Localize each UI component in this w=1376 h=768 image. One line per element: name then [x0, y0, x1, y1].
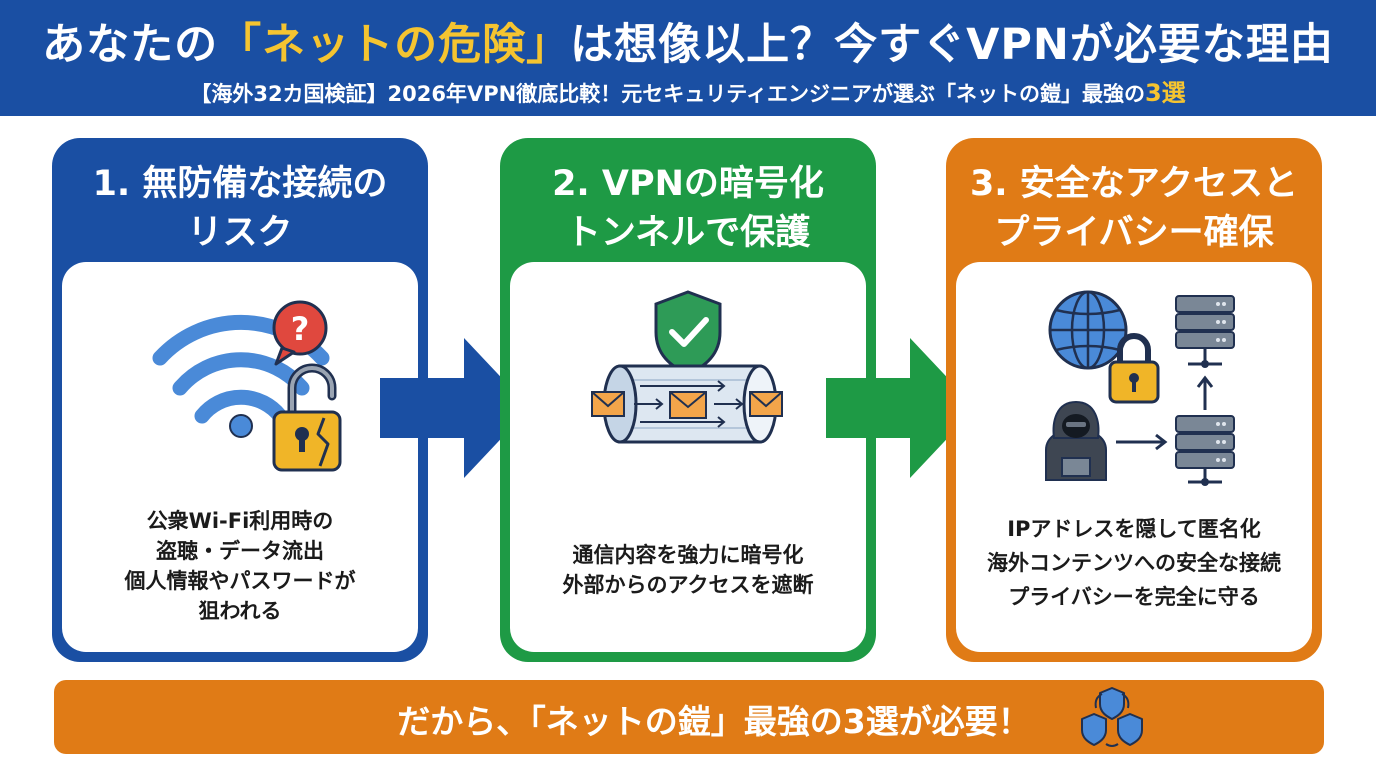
- question-bubble-icon: ?: [272, 300, 328, 366]
- card-heading-line: リスク: [187, 213, 293, 253]
- card-heading-line: プライバシー確保: [994, 213, 1274, 253]
- globe-icon: [1048, 290, 1128, 370]
- shield-check-icon: [654, 290, 722, 376]
- card-body: 通信内容を強力に暗号化 外部からのアクセスを遮断: [510, 262, 866, 652]
- card-text-line: プライバシーを完全に守る: [1008, 585, 1260, 609]
- risk-illustration: ?: [152, 300, 342, 472]
- arrow-right-icon: [380, 338, 530, 478]
- card-text-line: 公衆Wi-Fi利用時の: [146, 509, 334, 533]
- title-pre: あなたの: [42, 20, 219, 70]
- conclusion-banner: だから、「ネットの鎧」最強の3選が必要！: [54, 680, 1324, 754]
- hacker-icon: [1045, 400, 1107, 481]
- title-post: は想像以上？今すぐVPNが必要な理由: [570, 20, 1334, 70]
- subtitle-highlight: 3選: [1144, 79, 1186, 107]
- card-safe-access: 3. 安全なアクセスと プライバシー確保: [946, 138, 1322, 662]
- card-text-line: 狙われる: [198, 599, 282, 623]
- page-subtitle: 【海外32カ国検証】2026年VPN徹底比較！元セキュリティエンジニアが選ぶ「ネ…: [0, 73, 1376, 108]
- card-description: 通信内容を強力に暗号化 外部からのアクセスを遮断: [510, 540, 866, 600]
- page-title: あなたの「ネットの危険」は想像以上？今すぐVPNが必要な理由: [0, 10, 1376, 72]
- card-heading-line: 1. 無防備な接続の: [92, 164, 388, 204]
- card-text-line: 海外コンテンツへの安全な接続: [987, 551, 1281, 575]
- broken-padlock-icon: [272, 363, 342, 472]
- card-heading-line: トンネルで保護: [565, 213, 811, 253]
- card-description: 公衆Wi-Fi利用時の 盗聴・データ流出 個人情報やパスワードが 狙われる: [62, 506, 418, 626]
- arrow-right-icon: [826, 338, 976, 478]
- card-description: IPアドレスを隠して匿名化 海外コンテンツへの安全な接続 プライバシーを完全に守…: [956, 512, 1312, 614]
- subtitle-main: 【海外32カ国検証】2026年VPN徹底比較！元セキュリティエンジニアが選ぶ「ネ…: [190, 82, 1145, 106]
- svg-text:?: ?: [291, 310, 310, 348]
- envelope-icon: [591, 391, 783, 419]
- arrow-right-icon: [1116, 433, 1168, 451]
- banner-text: だから、「ネットの鎧」最強の3選が必要！: [397, 702, 1031, 741]
- padlock-icon: [1108, 333, 1160, 404]
- card-connection-risk: 1. 無防備な接続の リスク ?: [52, 138, 428, 662]
- card-vpn-tunnel: 2. VPNの暗号化 トンネルで保護: [500, 138, 876, 662]
- card-text-line: 外部からのアクセスを遮断: [562, 573, 814, 597]
- tunnel-illustration: [591, 290, 783, 444]
- card-heading: 2. VPNの暗号化 トンネルで保護: [500, 160, 876, 258]
- shield-cycle-icon: [1081, 687, 1143, 747]
- header-bar: あなたの「ネットの危険」は想像以上？今すぐVPNが必要な理由 【海外32カ国検証…: [0, 0, 1376, 116]
- card-heading-line: 3. 安全なアクセスと: [969, 164, 1299, 204]
- card-heading: 3. 安全なアクセスと プライバシー確保: [946, 160, 1322, 258]
- card-body: IPアドレスを隠して匿名化 海外コンテンツへの安全な接続 プライバシーを完全に守…: [956, 262, 1312, 652]
- card-text-line: 盗聴・データ流出: [156, 539, 324, 563]
- card-text-line: 通信内容を強力に暗号化: [572, 543, 804, 567]
- server-icon: [1175, 295, 1235, 486]
- card-heading: 1. 無防備な接続の リスク: [52, 160, 428, 258]
- privacy-illustration: [1045, 290, 1235, 486]
- card-text-line: IPアドレスを隠して匿名化: [1007, 517, 1261, 541]
- card-text-line: 個人情報やパスワードが: [124, 569, 356, 593]
- card-heading-line: 2. VPNの暗号化: [552, 164, 824, 204]
- tunnel-icon: [602, 364, 778, 444]
- card-body: ? 公衆Wi-Fi利用時の 盗聴・データ流出 個人情報やパスワードが 狙われる: [62, 262, 418, 652]
- title-highlight: 「ネットの危険」: [218, 20, 571, 70]
